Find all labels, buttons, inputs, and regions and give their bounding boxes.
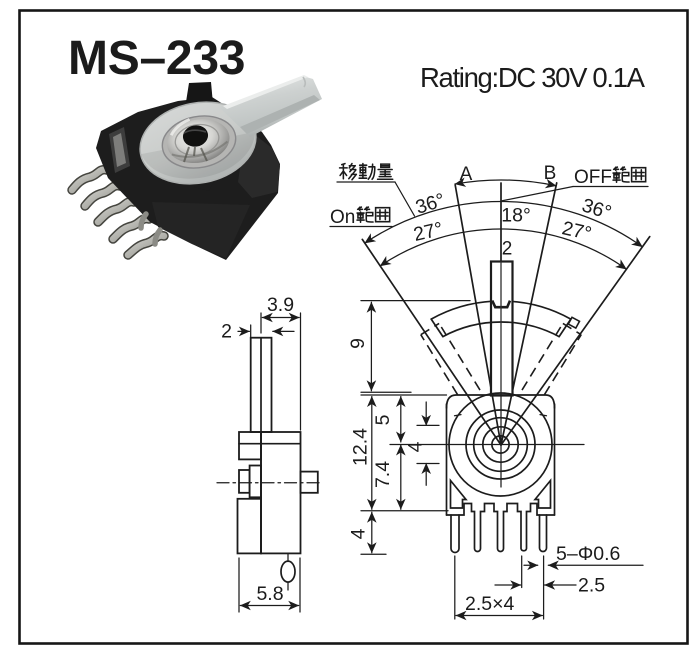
svg-text:4: 4 [405,441,427,452]
svg-text:7.4: 7.4 [372,461,394,488]
svg-text:2: 2 [502,239,513,260]
svg-text:A: A [460,164,473,185]
svg-text:36°: 36° [413,189,448,219]
svg-text:4: 4 [348,528,370,539]
svg-text:Rating:DC 30V 0.1A: Rating:DC 30V 0.1A [420,62,646,93]
svg-text:OFF: OFF [574,167,612,188]
svg-text:3.9: 3.9 [267,294,294,316]
svg-text:B: B [544,163,557,184]
svg-text:18°: 18° [501,205,531,227]
svg-text:36°: 36° [579,194,614,224]
svg-text:2.5×4: 2.5×4 [465,593,514,615]
svg-text:2.5: 2.5 [578,575,605,597]
svg-text:9: 9 [347,338,369,349]
svg-text:MS–233: MS–233 [68,32,246,85]
svg-text:On: On [330,207,355,228]
svg-text:27°: 27° [560,217,594,245]
svg-text:27°: 27° [411,218,445,246]
svg-text:2: 2 [221,321,232,343]
svg-text:5: 5 [372,414,394,425]
svg-text:5–Φ0.6: 5–Φ0.6 [556,543,620,565]
svg-text:5.8: 5.8 [256,583,283,605]
svg-text:12.4: 12.4 [350,428,372,466]
